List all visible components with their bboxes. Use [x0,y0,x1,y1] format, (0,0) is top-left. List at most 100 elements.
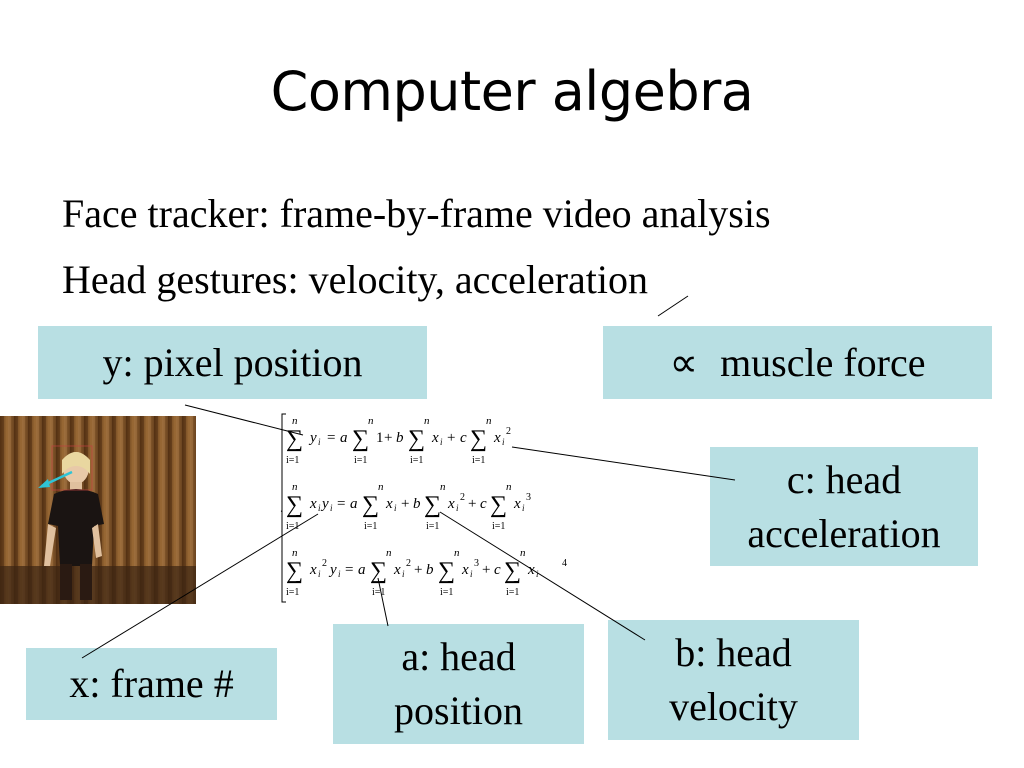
callout-b-line2: velocity [669,684,798,729]
svg-text:+: + [447,430,455,446]
svg-text:b: b [426,562,434,578]
svg-text:+: + [482,562,490,578]
callout-muscle-text: muscle force [720,339,926,385]
svg-text:a: a [358,562,366,578]
normal-equations: . n ∑ i=1 y i = a n ∑ i=1 1 + b n ∑ i=1 … [280,413,567,603]
svg-text:a: a [340,430,348,446]
svg-text:y: y [328,562,337,578]
svg-text:+: + [414,562,422,578]
svg-text:i=1: i=1 [354,455,367,466]
svg-text:n: n [378,481,384,493]
svg-text:i: i [318,437,321,447]
svg-text:x: x [385,496,393,512]
svg-text:∑: ∑ [438,558,455,584]
svg-text:∑: ∑ [408,426,425,452]
callout-c-head-acceleration: c: head acceleration [710,447,978,566]
svg-text:i: i [338,569,341,579]
svg-text:i=1: i=1 [472,455,485,466]
leader-muscle-force [657,295,689,317]
callout-c-line2: acceleration [747,510,941,556]
callout-y-pixel-position: y: pixel position [38,326,427,399]
svg-text:n: n [424,415,430,427]
svg-text:x: x [309,562,317,578]
proportional-symbol: ∝ [669,339,699,385]
svg-text:i=1: i=1 [372,587,385,598]
callout-a-head-position: a: head position [333,624,584,744]
svg-text:∑: ∑ [362,492,379,518]
svg-text:i=1: i=1 [492,521,505,532]
svg-text:i: i [394,503,397,513]
equation-row-3: n ∑ i=1 x i 2 y i = a n ∑ i=1 x i 2 + b … [286,547,567,598]
slide-title: Computer algebra [270,60,754,123]
svg-text:∑: ∑ [504,558,521,584]
svg-text:1: 1 [376,430,384,446]
svg-text:a: a [350,496,358,512]
bullet-face-tracker: Face tracker: frame-by-frame video analy… [62,191,771,236]
svg-text:=: = [345,562,353,578]
svg-text:i: i [318,569,321,579]
callout-y-text: y: pixel position [102,339,363,385]
svg-text:n: n [386,547,392,559]
svg-text:3: 3 [526,492,531,503]
svg-text:+: + [468,496,476,512]
svg-text:i: i [522,503,525,513]
svg-text:y: y [308,430,317,446]
svg-text:2: 2 [406,558,411,569]
callout-b-line1: b: head [675,630,792,675]
svg-text:x: x [461,562,469,578]
svg-text:∑: ∑ [470,426,487,452]
svg-text:x: x [393,562,401,578]
svg-text:∑: ∑ [286,558,303,584]
svg-text:b: b [396,430,404,446]
svg-text:i: i [502,437,505,447]
callout-b-head-velocity: b: head velocity [608,620,859,740]
svg-text:i=1: i=1 [364,521,377,532]
svg-text:i: i [440,437,443,447]
callout-a-line2: position [394,688,523,733]
svg-text:∑: ∑ [352,426,369,452]
svg-text:i: i [330,503,333,513]
svg-text:=: = [337,496,345,512]
svg-text:i: i [318,503,321,513]
svg-text:x: x [493,430,501,446]
svg-text:y: y [320,496,329,512]
svg-text:n: n [440,481,446,493]
svg-text:∑: ∑ [286,426,303,452]
callout-x-frame: x: frame # [26,648,277,720]
svg-text:∑: ∑ [490,492,507,518]
callout-x-text: x: frame # [69,661,234,706]
svg-text:n: n [486,415,492,427]
equation-row-2: n ∑ i=1 x i y i = a n ∑ i=1 x i + b n ∑ … [286,481,531,532]
svg-text:∑: ∑ [370,558,387,584]
svg-text:c: c [480,496,487,512]
svg-text:3: 3 [474,558,479,569]
callout-c-line1: c: head [786,456,902,502]
svg-text:∑: ∑ [286,492,303,518]
svg-text:i: i [470,569,473,579]
callout-a-line1: a: head [401,634,516,679]
svg-text:2: 2 [506,426,511,437]
svg-text:i=1: i=1 [506,587,519,598]
svg-text:n: n [292,481,298,493]
svg-text:i=1: i=1 [286,521,299,532]
svg-text:x: x [447,496,455,512]
svg-text:2: 2 [322,558,327,569]
svg-text:c: c [460,430,467,446]
svg-text:x: x [309,496,317,512]
svg-text:4: 4 [562,558,567,569]
svg-text:+: + [401,496,409,512]
svg-text:i=1: i=1 [440,587,453,598]
svg-text:x: x [431,430,439,446]
svg-text:n: n [368,415,374,427]
row-dot: . [280,501,284,516]
svg-text:i=1: i=1 [286,587,299,598]
equation-row-1: n ∑ i=1 y i = a n ∑ i=1 1 + b n ∑ i=1 x … [286,415,511,466]
svg-text:i: i [402,569,405,579]
svg-text:i=1: i=1 [410,455,423,466]
svg-text:n: n [506,481,512,493]
bullet-head-gestures: Head gestures: velocity, acceleration [62,257,649,302]
svg-text:c: c [494,562,501,578]
callout-muscle-force: ∝ muscle force [603,326,992,399]
svg-text:=: = [327,430,335,446]
svg-text:i: i [536,569,539,579]
